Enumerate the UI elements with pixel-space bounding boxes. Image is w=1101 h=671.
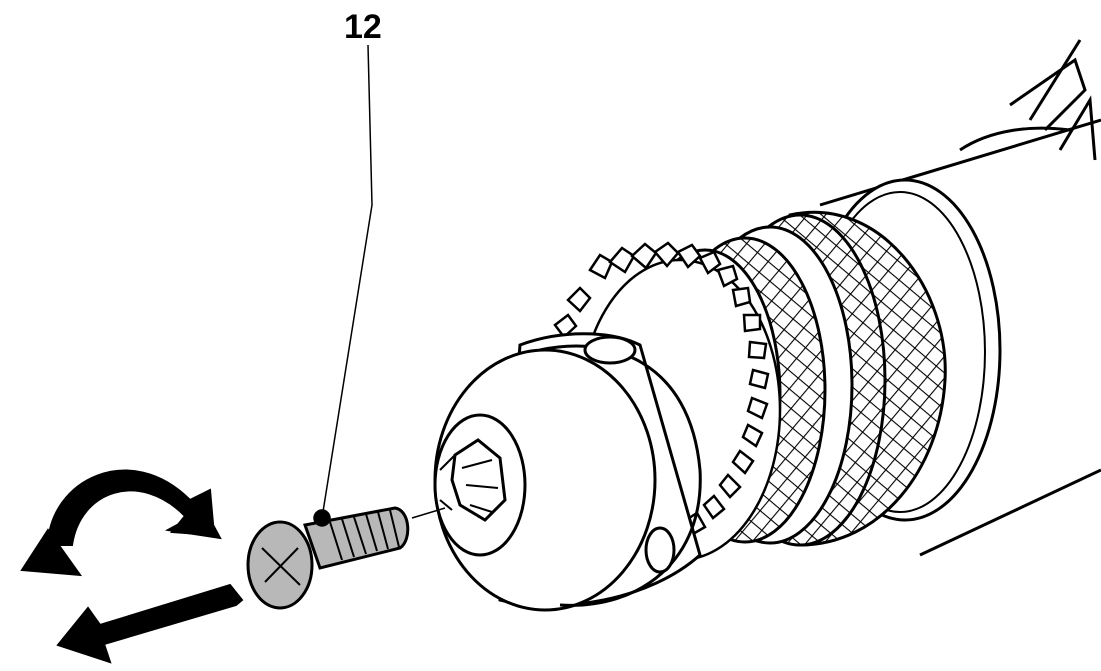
screw-axis-line (411, 507, 446, 519)
straight-arrow-left-icon (56, 583, 244, 664)
chuck-hex-recess (433, 413, 527, 557)
chuck-key-hole-bottom (644, 526, 676, 574)
chuck-key-hole-top (583, 335, 637, 365)
callout-label: 12 (344, 8, 382, 46)
left-hand-screw (246, 506, 410, 610)
curved-double-arrow-icon (20, 469, 222, 577)
callout-leader (313, 44, 373, 527)
